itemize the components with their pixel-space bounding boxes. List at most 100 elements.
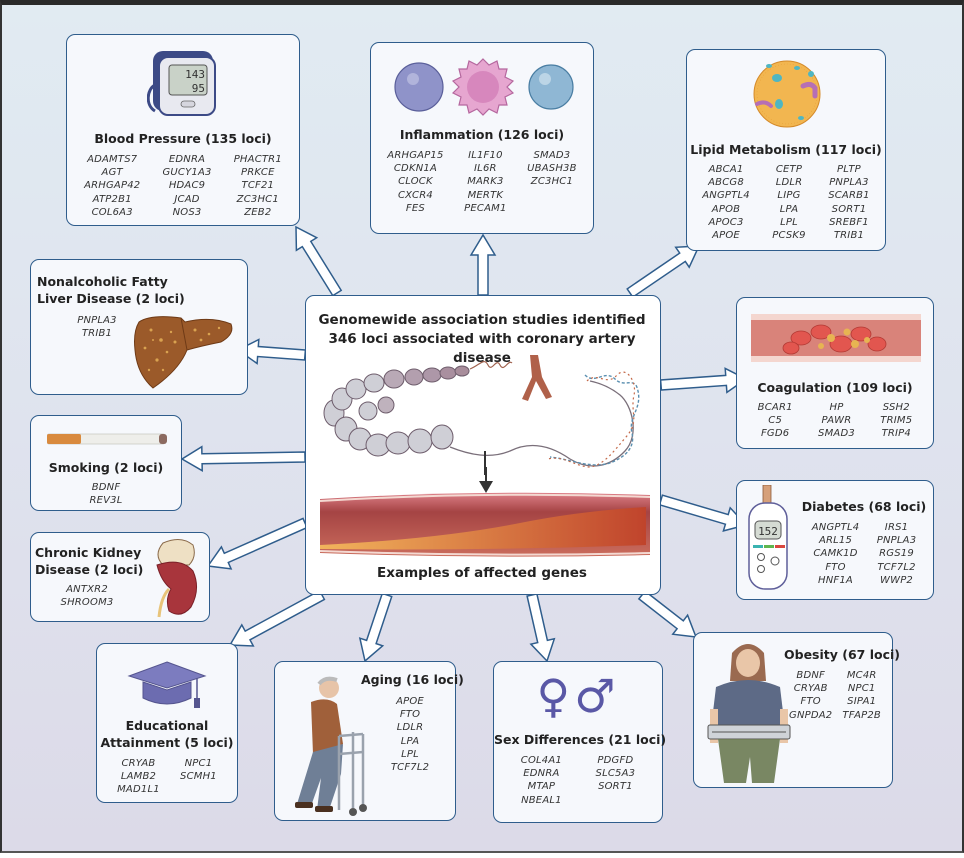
gene-name: TCF21	[241, 180, 275, 192]
arrow-to-coagulation	[659, 367, 748, 394]
smoking-title: Smoking (2 loci)	[48, 460, 164, 475]
gene-name: LPA	[400, 735, 420, 747]
gene-name: GUCY1A3	[162, 167, 212, 179]
gene-name: ABCA1	[708, 164, 744, 175]
arrow-to-education	[228, 589, 326, 647]
sex-differences-title: Sex Differences (21 loci)	[494, 732, 667, 747]
gene-name: MTAP	[527, 781, 556, 793]
gene-name: SIPA1	[847, 696, 877, 708]
gene-name: TFAP2B	[842, 709, 881, 721]
glucose-meter-icon: 152	[748, 485, 788, 590]
gene-name: PECAM1	[464, 202, 507, 214]
gene-name: MC4R	[846, 670, 877, 681]
aging-title: Aging (16 loci)	[361, 672, 464, 687]
gene-name: C5	[768, 415, 783, 427]
gene-name: CLOCK	[398, 176, 433, 188]
gene-name: PNPLA3	[876, 535, 917, 547]
gene-name: IL6R	[474, 163, 497, 175]
arrow-to-lipid	[626, 245, 701, 299]
gene-name: TRIB1	[81, 328, 113, 340]
gene-name: IRS1	[884, 522, 909, 533]
center-footer: Examples of affected genes	[377, 565, 587, 581]
ckd-title-line1: Chronic Kidney	[35, 545, 142, 560]
gene-name: SSH2	[882, 402, 910, 413]
gene-name: MERTK	[467, 189, 504, 201]
gene-name: HDAC9	[168, 180, 206, 192]
gene-name: ARHGAP15	[387, 150, 444, 161]
lipoprotein-particle-icon	[753, 60, 821, 128]
gene-name: LPL	[401, 748, 419, 760]
gene-name: BCAR1	[757, 402, 793, 413]
chromatin-dna-illustration-icon	[323, 355, 640, 475]
gene-name: SMAD3	[533, 150, 571, 161]
gene-name: FTO	[825, 561, 846, 573]
gene-name: NBEAL1	[521, 794, 562, 806]
arrows-layer	[180, 225, 748, 663]
gene-name: SCARB1	[828, 190, 870, 202]
education-title-line1: Educational	[125, 718, 209, 733]
gene-name: EDNRA	[523, 768, 560, 780]
gene-name: SREBF1	[829, 216, 869, 228]
blood-pressure-box: 143 95 Blood Pressure (135 loci) ADAMTS7…	[66, 34, 300, 226]
gene-name: AGT	[101, 167, 123, 179]
arrow-to-ckd	[206, 517, 308, 570]
gender-symbols-icon: ♀♂	[494, 666, 662, 726]
arrow-to-blood-pressure	[295, 225, 343, 297]
gene-name: FES	[405, 202, 425, 214]
male-symbol-icon: ♂	[574, 669, 620, 723]
person-on-scale-icon	[707, 644, 791, 783]
gene-name: ATP2B1	[92, 193, 132, 205]
nafld-title-line2: Liver Disease (2 loci)	[37, 291, 185, 306]
gene-name: PDGFD	[597, 755, 634, 766]
gene-name: APOC3	[708, 216, 744, 228]
blood-pressure-title: Blood Pressure (135 loci)	[94, 131, 272, 146]
monitor-systolic: 143	[185, 68, 205, 81]
gene-name: PLTP	[837, 164, 861, 175]
arrow-to-sex-differences	[526, 593, 556, 663]
gene-name: IL1F10	[468, 150, 503, 161]
blood-clot-icon	[751, 314, 921, 362]
inflammation-title: Inflammation (126 loci)	[399, 127, 565, 142]
arrow-to-inflammation	[469, 233, 497, 296]
gene-name: TRIB1	[833, 230, 865, 242]
nafld-title-line1: Nonalcoholic Fatty	[37, 274, 168, 289]
graduation-cap-icon	[127, 661, 207, 708]
gene-name: GNPDA2	[789, 709, 833, 721]
gene-name: LDLR	[775, 177, 803, 189]
gene-name: LAMB2	[120, 771, 157, 783]
gene-name: CAMK1D	[813, 548, 858, 560]
arrow-to-nafld	[236, 338, 307, 365]
gene-name: FTO	[399, 709, 421, 721]
nafld-box: Nonalcoholic Fatty Liver Disease (2 loci…	[30, 259, 248, 395]
gene-name: LDLR	[396, 722, 424, 734]
gene-name: PCSK9	[772, 230, 806, 242]
gene-name: MARK3	[467, 176, 504, 188]
meter-reading: 152	[758, 525, 778, 538]
gene-name: FGD6	[760, 428, 790, 440]
center-title: Genomewide association studies identifie…	[318, 312, 646, 366]
gene-name: TRIP4	[881, 428, 911, 440]
gene-name: ADAMTS7	[87, 154, 138, 165]
education-title-line2: Attainment (5 loci)	[100, 735, 234, 750]
gene-name: EDNRA	[168, 154, 206, 165]
gene-name: APOE	[396, 696, 424, 707]
gene-name: ARHGAP42	[84, 180, 141, 192]
elderly-walker-icon	[295, 676, 367, 816]
